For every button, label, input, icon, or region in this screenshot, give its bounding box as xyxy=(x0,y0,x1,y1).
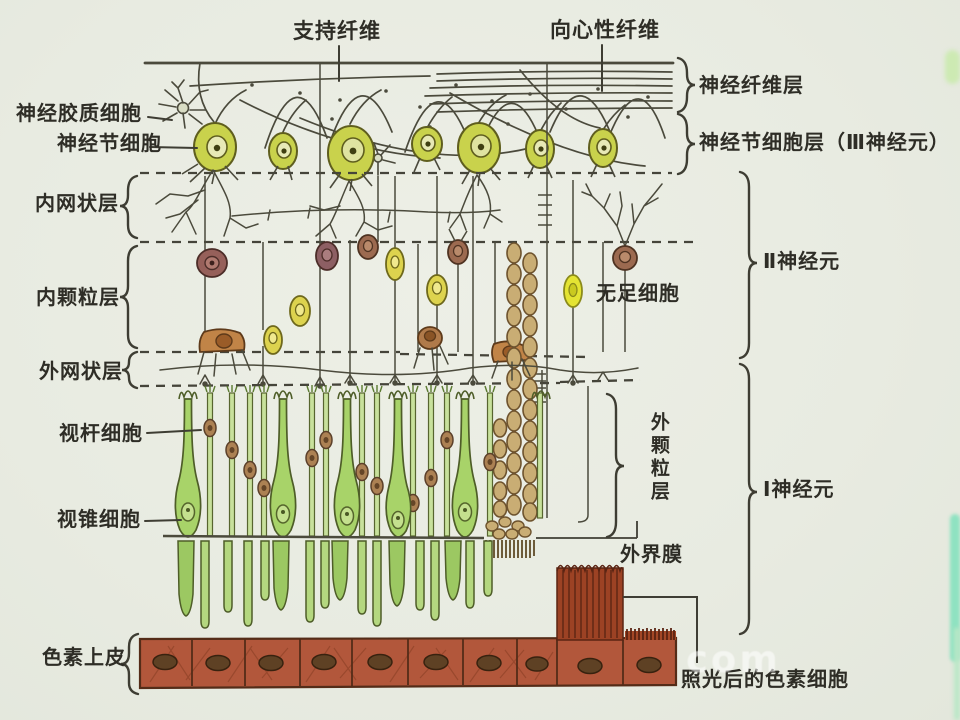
inner-nuclear-cells xyxy=(196,228,638,363)
rod-top-tufts xyxy=(204,385,496,393)
pigment-cell-nuclei xyxy=(152,653,662,675)
label-outer-nuclear-layer: 外颗粒层 xyxy=(647,412,670,504)
rod-cells xyxy=(203,385,544,537)
label-inner-nuclear-layer: 内颗粒层 xyxy=(36,285,120,309)
outer-plexiform-fibers xyxy=(159,345,639,389)
label-amacrine-cell: 无足细胞 xyxy=(596,281,680,305)
braces-and-pointers xyxy=(119,44,758,696)
lit-pigment-pointer xyxy=(623,596,698,663)
inner-plexiform-fibers xyxy=(155,169,663,247)
label-outer-limiting-membrane: 外界膜 xyxy=(620,542,683,566)
label-ganglion-cell: 神经节细胞 xyxy=(57,131,162,155)
label-rod-cell: 视杆细胞 xyxy=(59,421,143,445)
right-edge-teal-glow xyxy=(950,514,960,662)
label-cone-cell: 视锥细胞 xyxy=(57,507,141,531)
label-ganglion-cell-layer: 神经节细胞层（Ⅲ神经元） xyxy=(699,130,950,154)
outer-limiting-membrane-drawing xyxy=(162,516,638,558)
mueller-feet-beads xyxy=(485,516,532,540)
label-pigment-cell-after-light: 照光后的色素细胞 xyxy=(681,667,849,691)
label-neuron-i: Ⅰ神经元 xyxy=(763,477,835,501)
lit-pigment-cell-brush xyxy=(556,564,676,641)
layer-boundaries xyxy=(139,171,700,388)
label-pigment-epithelium: 色素上皮 xyxy=(42,645,126,669)
pigment-epithelium-drawing xyxy=(138,564,698,690)
cone-cells xyxy=(174,390,551,538)
watermark-text: com xyxy=(686,638,781,681)
outer-segments xyxy=(177,540,493,629)
label-neuroglia-cell: 神经胶质细胞 xyxy=(16,101,142,125)
rod-nuclei-bead-chain xyxy=(492,242,538,522)
cone-crowns xyxy=(178,390,551,400)
label-centripetal-fiber: 向心性纤维 xyxy=(550,18,660,42)
right-edge-bottom-glow xyxy=(954,628,960,720)
label-outer-plexiform-layer: 外网状层 xyxy=(39,359,123,383)
ganglion-cells xyxy=(181,122,618,192)
mueller-feet-comb xyxy=(485,540,535,558)
label-inner-plexiform-layer: 内网状层 xyxy=(35,191,119,215)
amacrine-cell-drawing xyxy=(563,274,583,308)
right-edge-green-glow xyxy=(945,50,960,84)
ganglion-cell-body xyxy=(193,122,618,181)
label-neuron-ii: Ⅱ神经元 xyxy=(763,249,841,273)
label-nerve-fiber-layer: 神经纤维层 xyxy=(699,73,804,97)
neuroglia-cell-drawing xyxy=(158,79,396,176)
label-support-fiber: 支持纤维 xyxy=(293,19,381,43)
